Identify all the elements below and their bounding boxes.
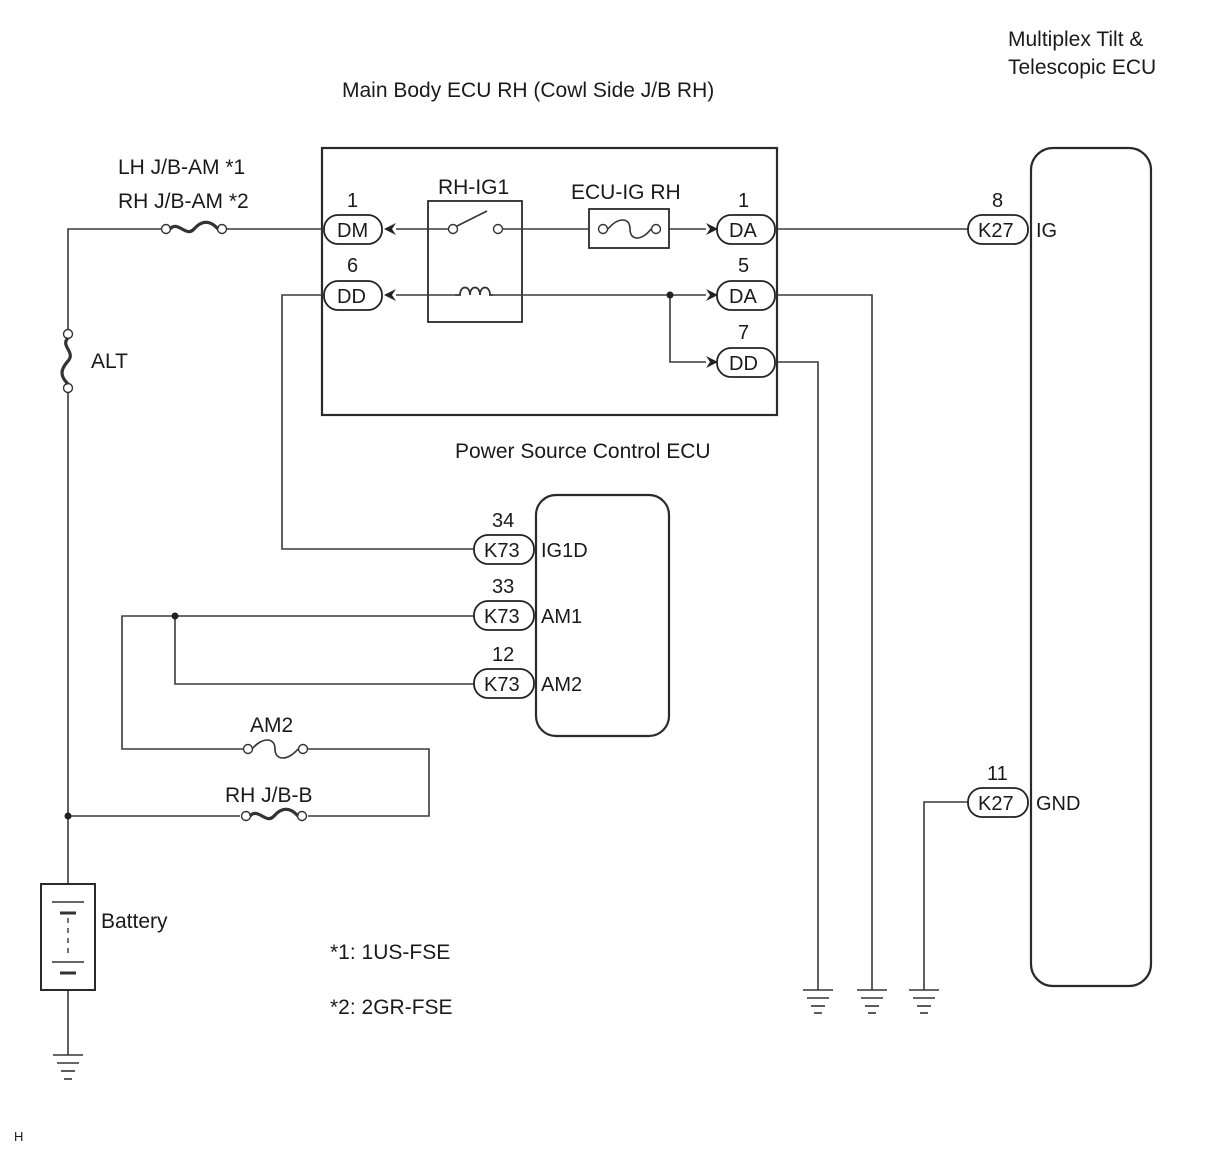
battery-label: Battery [101,910,168,933]
alt-label: ALT [91,350,128,373]
dd-left-connector [323,280,383,311]
alt-fuse-symbol [60,328,74,394]
k27-ig-connector [967,214,1029,245]
am2-fuse-symbol [242,739,309,759]
k27-gnd-connector [967,787,1029,818]
lh-jb-am-label: LH J/B-AM *1 [118,156,245,179]
da-top-connector-code: DA [729,220,757,242]
rh-ig1-label: RH-IG1 [438,176,509,199]
k73-am1-pin-number: 33 [492,576,514,598]
ground-icon [803,989,833,1014]
main-body-ecu-title: Main Body ECU RH (Cowl Side J/B RH) [342,79,714,102]
k27-gnd-connector-code: K27 [978,793,1014,815]
rh-ig1-relay-box [427,200,523,323]
junction-dot [64,812,72,820]
k73-am2-connector-code: K73 [484,674,520,696]
da-mid-connector [716,280,776,311]
rh-jb-am-label: RH J/B-AM *2 [118,190,249,213]
lh-rh-jb-am-fuse-symbol [160,220,228,235]
da-top-pin-number: 1 [738,190,749,212]
relay-switch-symbol [447,210,504,235]
dm-connector-code: DM [337,220,368,242]
ecu-ig-rh-label: ECU-IG RH [571,181,681,204]
relay-coil-symbol [455,286,493,296]
power-source-ecu-box [534,493,671,738]
dd-left-pin-number: 6 [347,255,358,277]
k73-am2-pin-number: 12 [492,644,514,666]
arrow-icon [384,289,396,301]
battery-icon [40,883,96,991]
dm-connector [323,214,383,245]
k73-am1-connector-code: K73 [484,606,520,628]
k73-ig1d-pin-number: 34 [492,510,514,532]
ecu-ig-rh-fuse-symbol [597,219,662,239]
rh-jb-b-label: RH J/B-B [225,784,313,807]
junction-dot [171,612,179,620]
dd-right-connector-code: DD [729,353,758,375]
am2-fuse-label: AM2 [250,714,293,737]
dd-right-connector [716,347,776,378]
k27-ig-terminal: IG [1036,220,1057,242]
arrow-icon [706,356,718,368]
power-source-ecu-title: Power Source Control ECU [455,440,711,463]
rh-jb-b-fuse-symbol [240,807,308,822]
k27-gnd-pin-number: 11 [987,763,1008,785]
k27-ig-connector-code: K27 [978,220,1014,242]
arrow-icon [384,223,396,235]
k73-am2-terminal: AM2 [541,674,582,696]
k27-gnd-terminal: GND [1036,793,1080,815]
junction-dot [666,291,674,299]
k73-am1-connector [473,600,535,631]
multiplex-ecu-title-line1: Multiplex Tilt & [1008,28,1143,51]
arrow-icon [706,289,718,301]
k73-ig1d-terminal: IG1D [541,540,588,562]
k73-ig1d-connector [473,534,535,565]
wires [67,228,968,1055]
dm-pin-number: 1 [347,190,358,212]
note-2: *2: 2GR-FSE [330,996,453,1019]
k27-ig-pin-number: 8 [992,190,1003,212]
dd-left-connector-code: DD [337,286,366,308]
arrow-icon [706,223,718,235]
k73-am1-terminal: AM1 [541,606,582,628]
main-body-ecu-box [320,146,779,417]
k73-am2-connector [473,668,535,699]
ground-icon [857,989,887,1014]
multiplex-tilt-ecu-box [1029,146,1153,988]
k73-ig1d-connector-code: K73 [484,540,520,562]
da-mid-connector-code: DA [729,286,757,308]
note-1: *1: 1US-FSE [330,941,450,964]
dd-right-pin-number: 7 [738,322,749,344]
corner-mark: H [14,1129,23,1144]
da-mid-pin-number: 5 [738,255,749,277]
ground-icon [53,1054,83,1080]
multiplex-ecu-title-line2: Telescopic ECU [1008,56,1156,79]
ground-icon [909,989,939,1014]
da-top-connector [716,214,776,245]
